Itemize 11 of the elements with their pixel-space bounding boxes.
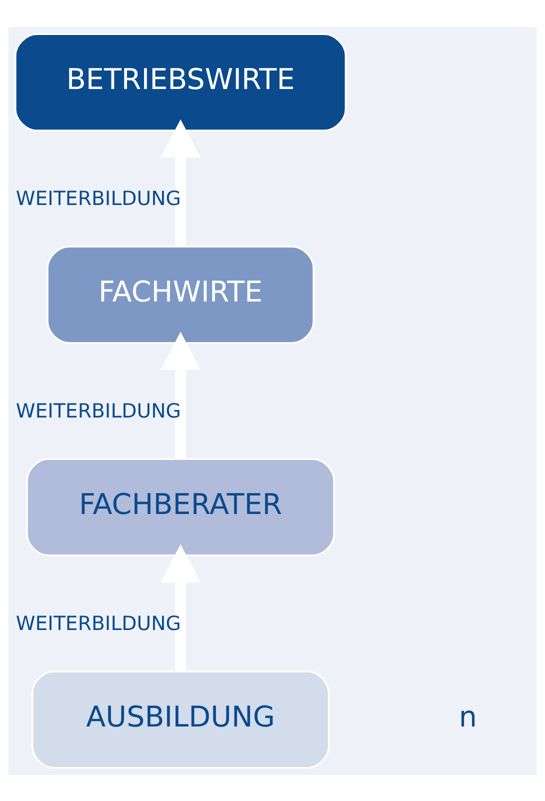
edge-label: WEITERBILDUNG (16, 186, 182, 210)
node-box: BETRIEBSWIRTE (14, 32, 347, 131)
arrow (160, 331, 201, 458)
label: n (458, 698, 478, 733)
edge-label: WEITERBILDUNG (16, 611, 182, 634)
node-box: AUSBILDUNG (32, 670, 330, 768)
arrow (160, 544, 201, 670)
node-box: FACHWIRTE (46, 245, 314, 344)
edge-label: WEITERBILDUNG (16, 398, 182, 422)
arrow (160, 118, 201, 246)
node-box: FACHBERATER (26, 458, 335, 556)
